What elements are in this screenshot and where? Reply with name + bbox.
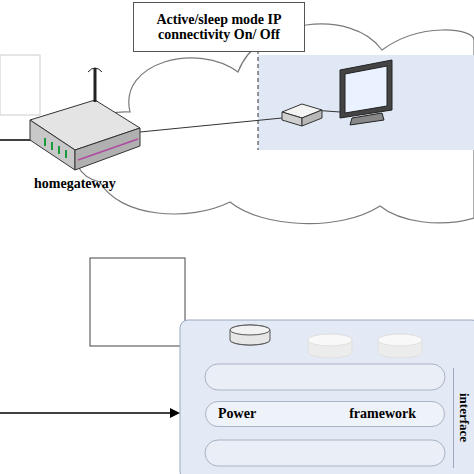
cloud xyxy=(75,24,474,224)
node-text: interface xyxy=(456,393,472,442)
set-top-box xyxy=(282,104,322,126)
node-text: Power xyxy=(218,406,256,422)
tv-symbol xyxy=(340,60,392,125)
dashed-divider xyxy=(258,50,259,150)
status-box: Active/sleep mode IP connectivity On/ Of… xyxy=(133,2,305,52)
arrow-head xyxy=(170,408,180,418)
framework-panel xyxy=(180,320,474,474)
layer-band: Power framework xyxy=(205,401,445,427)
wire xyxy=(140,118,282,132)
layer-band xyxy=(205,364,445,390)
wire xyxy=(0,139,32,141)
layer-band xyxy=(205,440,445,466)
input-arrow xyxy=(0,412,172,414)
callout-box xyxy=(90,258,185,346)
blank-box xyxy=(0,55,40,115)
node-text: framework xyxy=(349,406,416,422)
router-symbol xyxy=(30,68,140,170)
interface-box: interface xyxy=(453,368,474,468)
home-area xyxy=(258,55,474,150)
node-text: Active/sleep mode IP connectivity On/ Of… xyxy=(142,12,296,42)
database-symbol xyxy=(230,325,422,358)
device-label: homegateway xyxy=(34,176,116,192)
